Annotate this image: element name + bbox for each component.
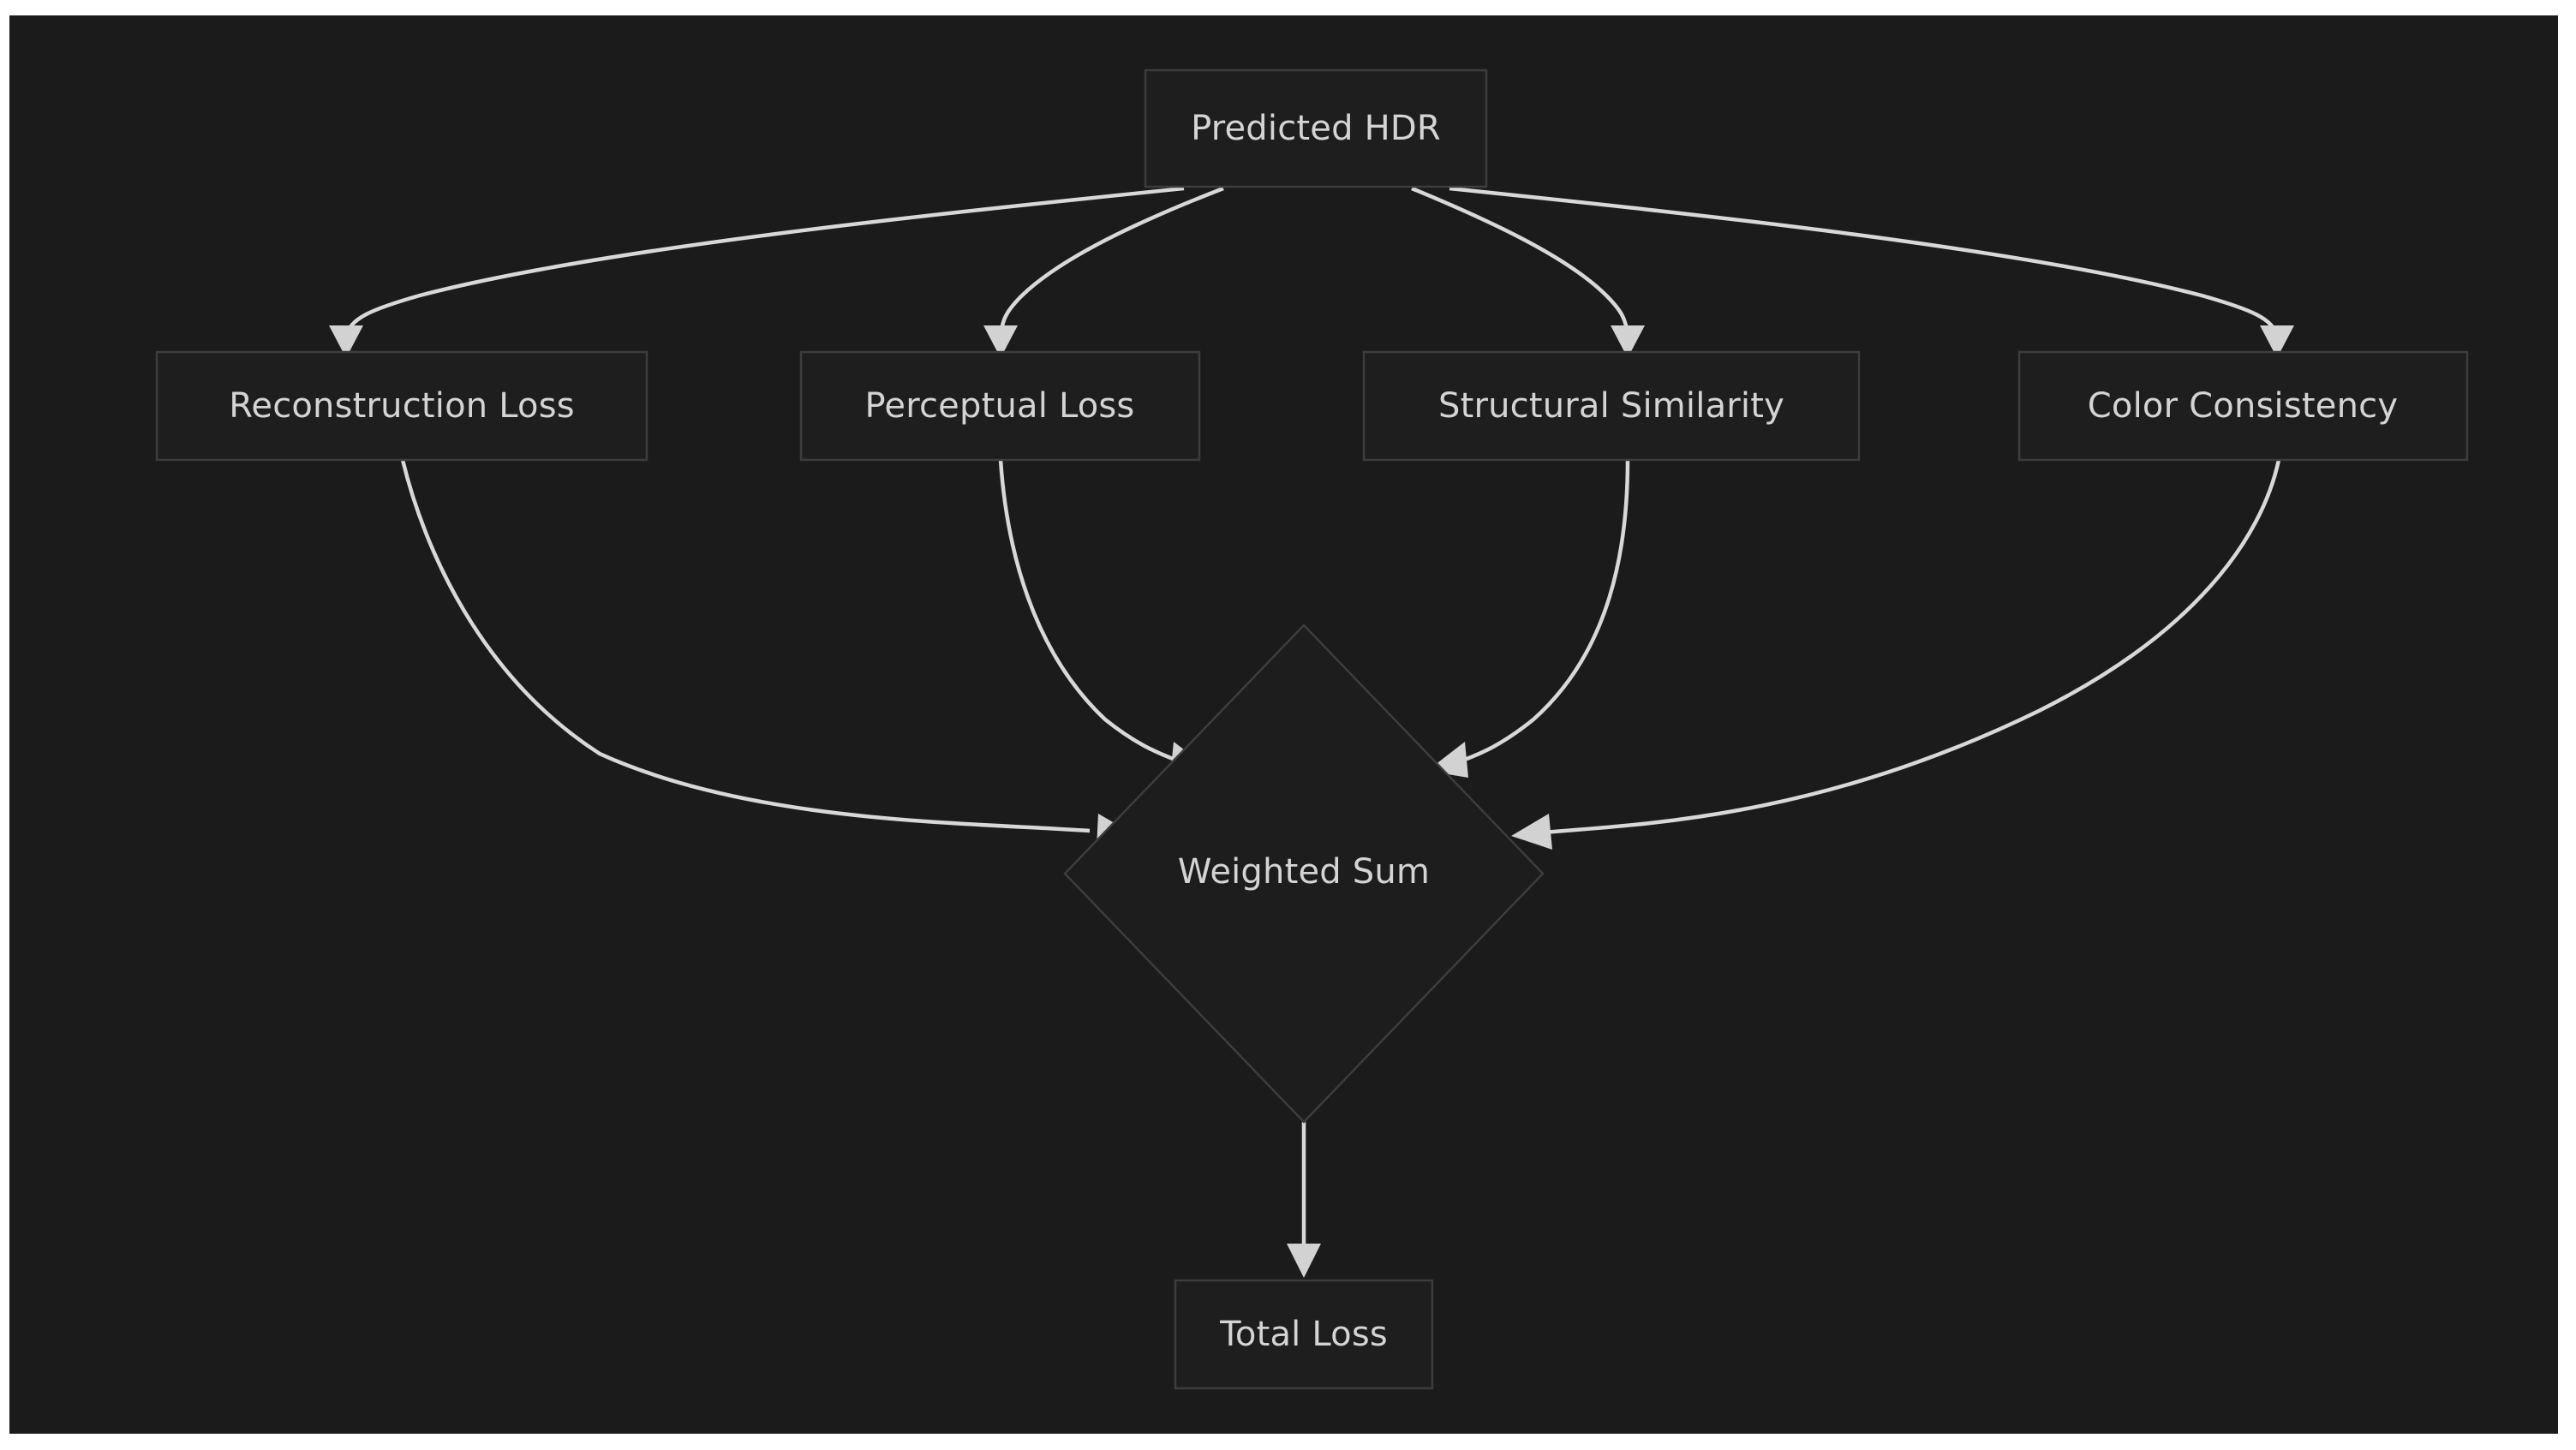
edge-reconstruction-loss-to-weighted-sum — [400, 459, 1131, 848]
edge-predicted-hdr-to-structural-similarity — [1411, 186, 1645, 358]
node-shape-rect[interactable] — [2017, 350, 2469, 462]
node-label: Predicted HDR — [1191, 109, 1441, 148]
edge-perceptual-loss-to-weighted-sum — [998, 459, 1210, 776]
node-shape-rect[interactable] — [1362, 350, 1861, 462]
arrowhead-icon — [1511, 814, 1552, 850]
edge-structural-similarity-to-weighted-sum — [1427, 459, 1630, 778]
edge-path — [1457, 459, 1630, 765]
node-perceptual-loss[interactable]: Perceptual Loss — [799, 350, 1201, 462]
node-weighted-sum[interactable]: Weighted Sum — [1063, 624, 1545, 1124]
node-shape-diamond[interactable] — [1063, 624, 1545, 1124]
node-label: Reconstruction Loss — [229, 386, 575, 426]
edge-weighted-sum-to-total-loss — [1287, 1122, 1321, 1278]
node-label: Total Loss — [1219, 1315, 1388, 1354]
edge-predicted-hdr-to-perceptual-loss — [983, 186, 1224, 358]
edge-path — [1541, 459, 2281, 835]
node-label: Weighted Sum — [1178, 852, 1430, 892]
node-label: Color Consistency — [2088, 386, 2398, 426]
node-shape-rect[interactable] — [1144, 69, 1488, 188]
node-label: Structural Similarity — [1438, 386, 1784, 426]
node-color-consistency[interactable]: Color Consistency — [2017, 350, 2469, 462]
edges-layer — [329, 186, 2294, 1278]
edge-path — [998, 459, 1178, 763]
node-structural-similarity[interactable]: Structural Similarity — [1362, 350, 1861, 462]
node-shape-rect[interactable] — [799, 350, 1201, 462]
node-total-loss[interactable]: Total Loss — [1174, 1279, 1434, 1390]
arrowhead-icon — [1611, 325, 1645, 358]
node-predicted-hdr[interactable]: Predicted HDR — [1144, 69, 1488, 188]
arrowhead-icon — [983, 325, 1018, 358]
node-shape-rect[interactable] — [155, 350, 648, 462]
edge-color-consistency-to-weighted-sum — [1511, 459, 2281, 850]
edge-path — [344, 186, 1185, 337]
edge-path — [1449, 186, 2280, 337]
edge-path — [1411, 186, 1630, 337]
edge-path — [400, 459, 1091, 833]
arrowhead-icon — [329, 325, 363, 358]
arrowhead-icon — [2260, 325, 2294, 358]
arrowhead-icon — [1287, 1244, 1321, 1278]
edge-predicted-hdr-to-color-consistency — [1449, 186, 2294, 358]
node-shape-rect[interactable] — [1174, 1279, 1434, 1390]
edge-predicted-hdr-to-reconstruction-loss — [329, 186, 1185, 358]
nodes-layer: Predicted HDR Reconstruction Loss Percep… — [155, 69, 2469, 1390]
node-reconstruction-loss[interactable]: Reconstruction Loss — [155, 350, 648, 462]
edge-path — [998, 186, 1224, 337]
node-label: Perceptual Loss — [865, 386, 1135, 426]
